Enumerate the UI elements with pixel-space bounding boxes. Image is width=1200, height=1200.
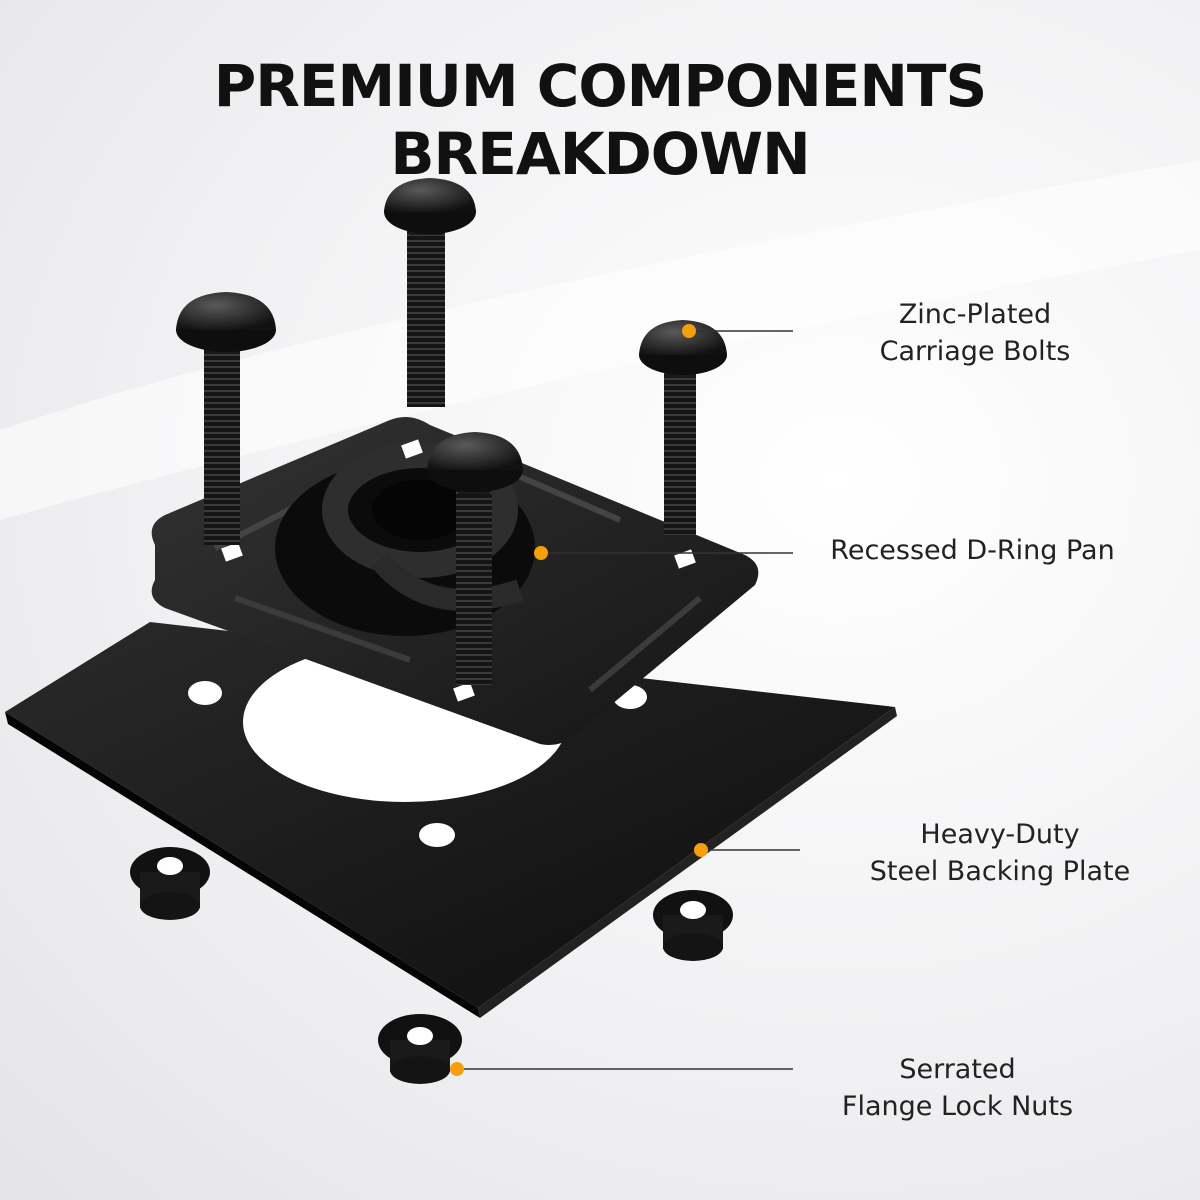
carriage-bolt-top <box>384 178 476 407</box>
flange-nut-left <box>130 847 210 920</box>
flange-nut-bottom <box>378 1014 462 1084</box>
flange-nut-right <box>653 890 733 961</box>
carriage-bolt-left <box>176 292 276 545</box>
carriage-bolt-right <box>639 320 727 535</box>
callout-text-line: Heavy-Duty <box>920 819 1080 850</box>
callout-marker-bolts <box>682 324 793 338</box>
callout-label-pan: Recessed D-Ring Pan <box>805 532 1140 569</box>
callout-text-line: Serrated <box>899 1054 1016 1085</box>
callout-text-line: Recessed D-Ring Pan <box>830 535 1115 566</box>
callout-marker-plate <box>694 843 800 857</box>
callout-text-line: Flange Lock Nuts <box>841 1091 1074 1122</box>
callout-text-line: Steel Backing Plate <box>869 856 1131 887</box>
carriage-bolt-center <box>427 432 523 685</box>
callout-label-bolts: Zinc-Plated Carriage Bolts <box>830 296 1120 370</box>
callout-text-line: Carriage Bolts <box>879 336 1071 367</box>
callout-marker-nuts <box>450 1062 793 1076</box>
callout-marker-pan <box>534 546 793 560</box>
callout-label-plate: Heavy-Duty Steel Backing Plate <box>845 816 1155 890</box>
callout-text-line: Zinc-Plated <box>898 299 1052 330</box>
callout-label-nuts: Serrated Flange Lock Nuts <box>815 1051 1100 1125</box>
backing-plate <box>5 622 897 1018</box>
page-title: PREMIUM COMPONENTS BREAKDOWN <box>213 52 988 188</box>
